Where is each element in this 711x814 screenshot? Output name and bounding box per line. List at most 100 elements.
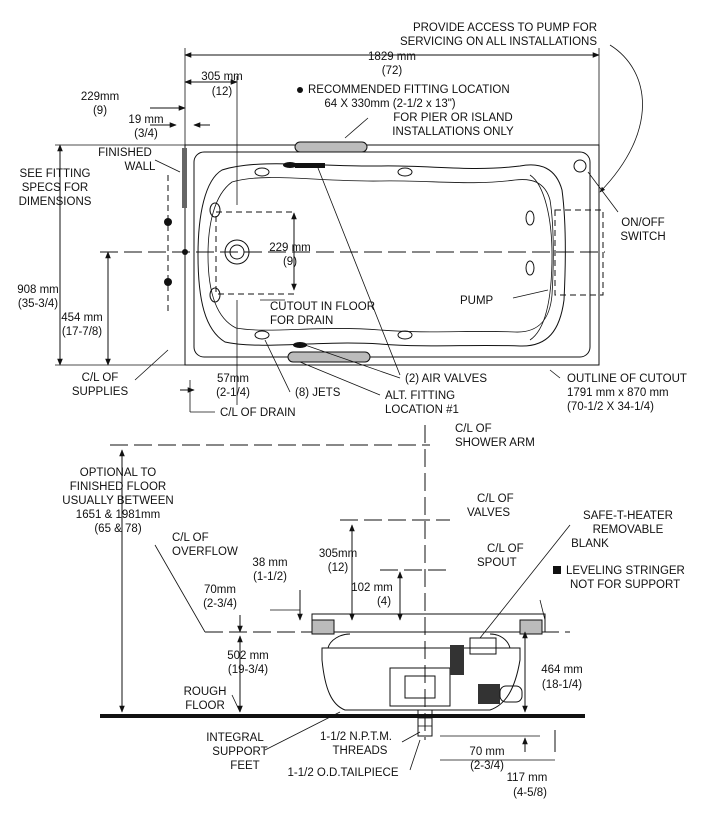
label-502-mm: 502 mm [227,650,269,662]
jet [209,287,221,303]
pump-cutout-outline [554,209,604,296]
label-tailpiece: 1-1/2 O.D.TAILPIECE [288,767,399,779]
label-see-3: DIMENSIONS [19,196,92,208]
label-454-mm: 454 mm [61,312,103,324]
tub-basin-elevation [321,647,521,711]
label-102-in: (4) [377,596,391,608]
label-rec-2: 64 X 330mm (2-1/2 x 13") [324,98,455,110]
air-valve-bar [295,163,325,168]
label-level-2: NOT FOR SUPPORT [570,579,680,591]
air-valve [293,342,307,348]
finished-wall-hatch [182,148,187,208]
drain-circle-inner [229,244,245,260]
jets [209,167,535,340]
label-safe-3: BLANK [571,538,609,550]
label-117-mm: 117 mm [507,772,548,784]
label-alt-2: LOCATION #1 [385,404,459,416]
stringer-right [519,619,543,635]
basin-outer [197,163,566,347]
label-safe-1: SAFE-T-HEATER [583,510,673,522]
label-pump: PUMP [460,295,494,307]
label-overflow-1: C/L OF [172,532,209,544]
label-drain: C/L OF DRAIN [220,407,296,419]
supply-mark-1 [164,218,172,226]
drain-circle-outer [224,239,250,265]
pump-union [499,685,523,703]
elevation-view [100,425,585,771]
label-access-1: PROVIDE ACCESS TO PUMP FOR [413,22,597,34]
label-access-2: SERVICING ON ALL INSTALLATIONS [400,36,597,48]
jet [209,202,221,218]
jet [525,260,535,276]
label-70a-in: (2-3/4) [203,598,237,610]
label-305b-mm: 305mm [319,548,357,560]
label-safe-2: REMOVABLE [593,524,664,536]
jet [525,210,535,226]
label-valves-2: VALVES [467,507,510,519]
label-opt-5: (65 & 78) [94,523,141,535]
label-454-in: (17-7/8) [62,326,102,338]
label-feet-2: SUPPORT [212,746,267,758]
label-19-in: (3/4) [134,128,158,140]
heater-fitting [450,645,464,675]
label-102-mm: 102 mm [351,582,393,594]
jet [254,330,270,340]
label-see-2: SPECS FOR [22,182,88,194]
labels: PROVIDE ACCESS TO PUMP FOR SERVICING ON … [17,22,687,799]
label-onoff-1: ON/OFF [621,217,664,229]
label-229-in: (9) [93,105,107,117]
access-pointer [599,44,643,193]
label-1829-in: (72) [382,65,403,77]
label-502-in: (19-3/4) [228,664,268,676]
label-229c-mm: 229 mm [269,242,311,254]
label-38-mm: 38 mm [252,557,287,569]
label-908-mm: 908 mm [17,284,59,296]
fitting-pad-top [294,141,368,153]
label-overflow-2: OVERFLOW [172,546,238,558]
jet [254,167,270,177]
label-alt-1: ALT. FITTING [385,390,455,402]
jet [397,167,413,177]
label-rough-2: FLOOR [185,700,225,712]
on-off-switch-icon [573,159,587,173]
recommended-bullet-icon [297,87,303,93]
safe-t-heater-blank [469,637,497,655]
label-70a-mm: 70mm [204,584,236,596]
label-rec-1: RECOMMENDED FITTING LOCATION [308,84,510,96]
drain-mark [182,249,188,255]
label-npt-2: THREADS [333,745,388,757]
label-305b-in: (12) [328,562,349,574]
tub-deck-outline [193,151,591,358]
label-305-in: (12) [212,86,233,98]
label-57-mm: 57mm [217,373,249,385]
supply-mark-2 [164,278,172,286]
leveling-stringer-square-icon [553,566,561,574]
label-1829-mm: 1829 mm [368,51,416,63]
basin-inner [207,177,554,333]
label-outline-2: 1791 mm x 870 mm [567,387,669,399]
air-valve [283,162,297,168]
label-opt-3: USUALLY BETWEEN [62,495,173,507]
label-229c-in: (9) [283,256,297,268]
label-cutout-2: FOR DRAIN [270,315,333,327]
label-feet-1: INTEGRAL [206,732,264,744]
label-shower-1: C/L OF [455,423,492,435]
pump-motor [404,675,436,699]
label-opt-2: FINISHED FLOOR [70,481,166,493]
label-spout-1: C/L OF [487,543,524,555]
label-finished-1: FINISHED [98,147,152,159]
label-rec-4: INSTALLATIONS ONLY [392,126,514,138]
label-air-valves: (2) AIR VALVES [405,373,487,385]
fitting-pad-bottom [287,351,371,363]
label-305-mm: 305 mm [201,71,243,83]
label-229-mm: 229mm [81,91,119,103]
stringer-left [311,619,335,635]
label-38-in: (1-1/2) [253,571,287,583]
jet [397,330,413,340]
label-117-in: (4-5/8) [513,787,547,799]
label-rec-3: FOR PIER OR ISLAND [393,112,513,124]
label-spout-2: SPOUT [477,557,517,569]
pump-outlet [478,684,500,704]
